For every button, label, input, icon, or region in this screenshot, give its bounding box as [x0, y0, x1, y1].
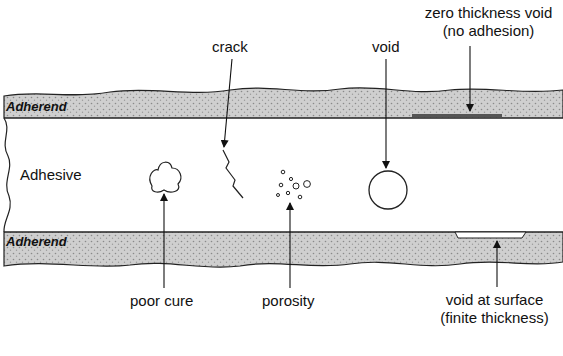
callout-label: porosity	[262, 292, 315, 310]
adhesive-layer: Adhesive	[4, 118, 563, 232]
surface-void	[455, 232, 526, 238]
layer-name: Adherend	[6, 234, 67, 250]
adherend-band: Adherend	[4, 232, 563, 262]
layer-name: Adherend	[6, 99, 67, 115]
adhesive-edge	[4, 118, 10, 232]
callout-label: crack	[212, 38, 248, 56]
callout-label: void	[372, 38, 400, 56]
poor-cure-blob	[150, 162, 181, 192]
void-circle	[369, 171, 407, 209]
porosity-dots	[277, 170, 311, 199]
adherend-band: Adherend	[4, 96, 563, 118]
adherend-band	[4, 88, 563, 118]
callout-label: zero thickness void (no adhesion)	[416, 4, 561, 40]
callout-label: void at surface (finite thickness)	[428, 291, 561, 327]
crack	[223, 150, 243, 198]
leader-lines	[164, 46, 497, 288]
layer-name: Adhesive	[20, 166, 82, 184]
adherend-band	[4, 232, 563, 267]
callout-label: poor cure	[130, 292, 193, 310]
zero-thickness-void	[412, 114, 502, 117]
